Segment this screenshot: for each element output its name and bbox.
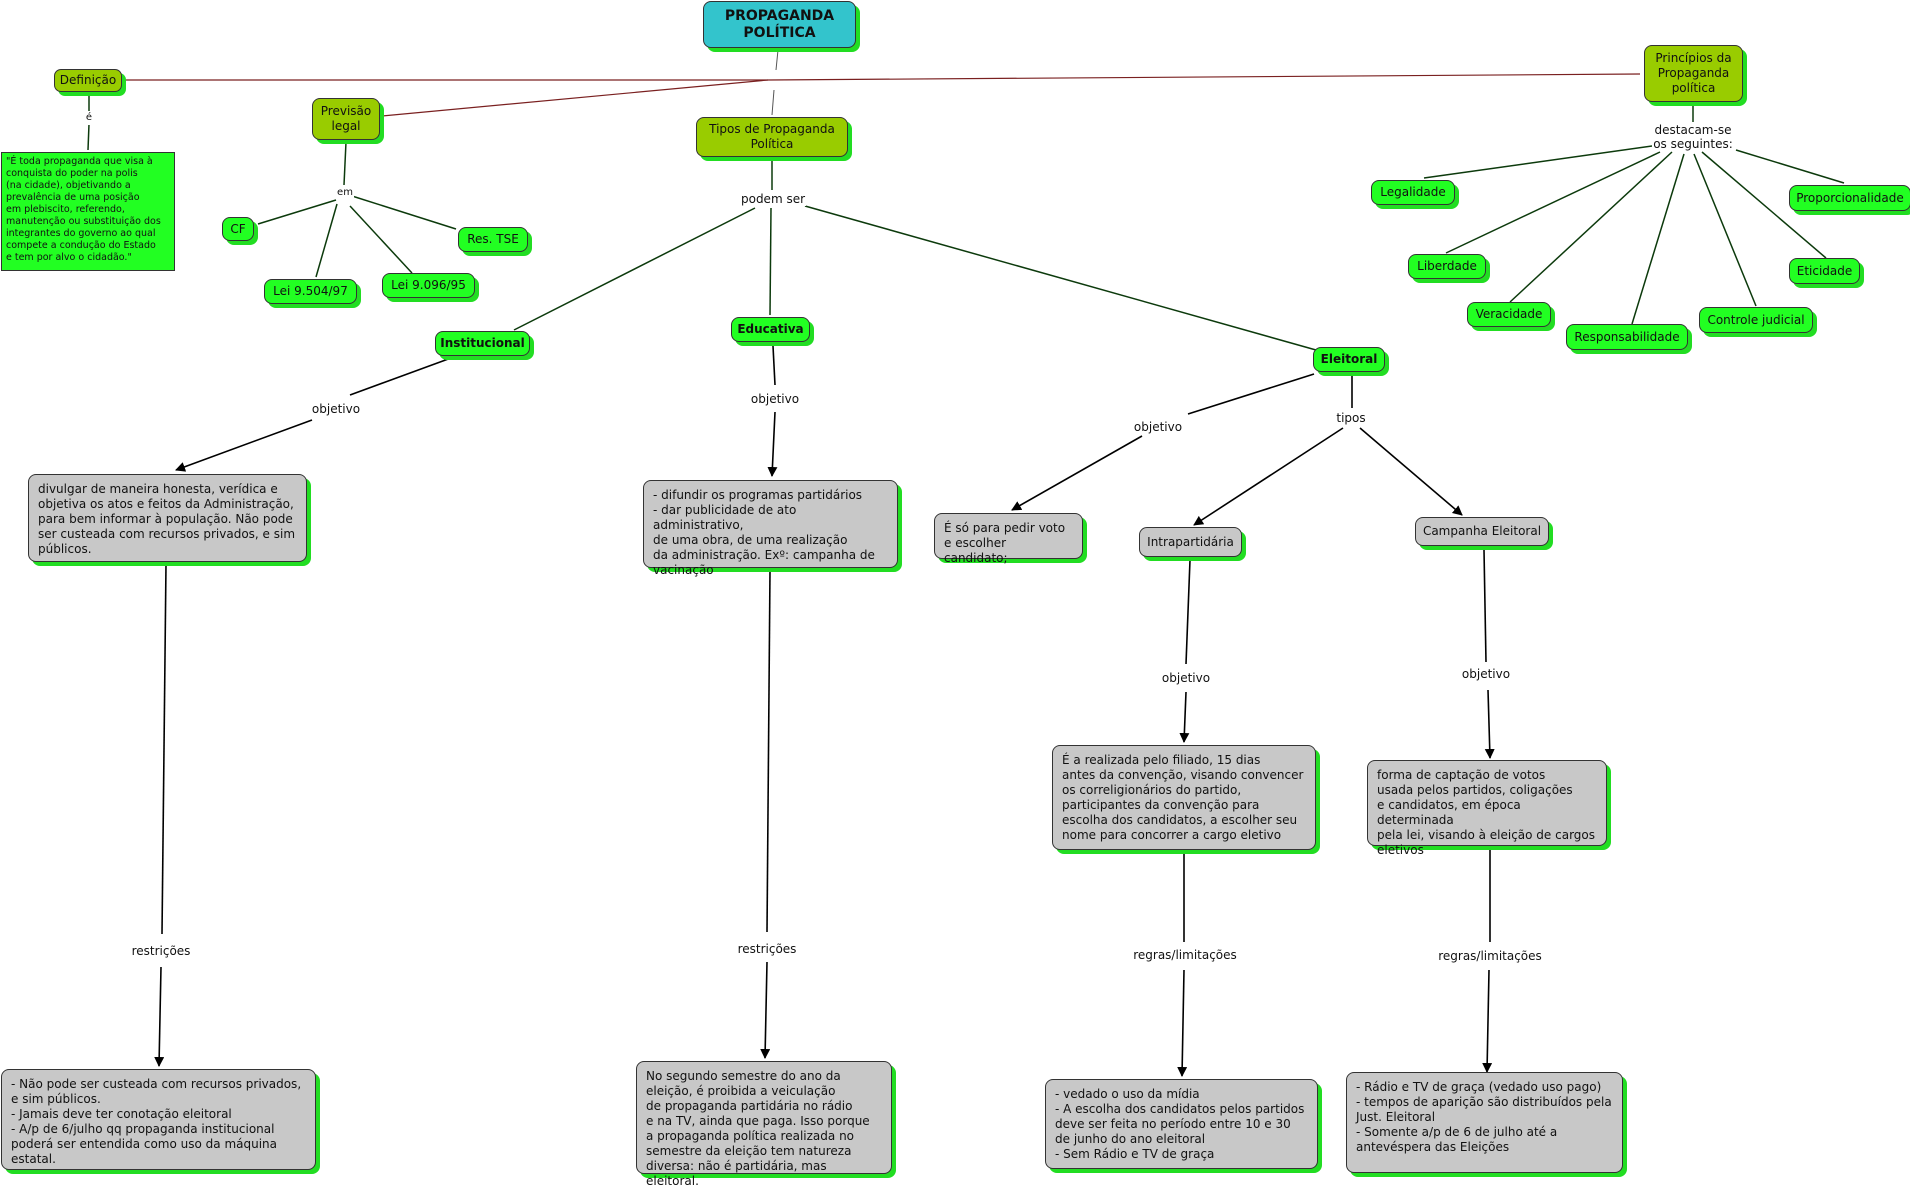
definicao-node[interactable]: Definição [54, 69, 122, 92]
link-label-objetivo-intrapartidaria: objetivo [1160, 671, 1212, 685]
link-label-objetivo-campanha: objetivo [1460, 667, 1512, 681]
institucional-node[interactable]: Institucional [435, 331, 530, 356]
eleitoral-objetivo-box[interactable]: É só para pedir voto e escolher candidat… [934, 513, 1083, 565]
eticidade-node[interactable]: Eticidade [1789, 258, 1860, 284]
controle-judicial-node[interactable]: Controle judicial [1699, 307, 1813, 333]
link-label-e: é [84, 111, 94, 125]
link-label-destacam: destacam-se os seguintes: [1652, 123, 1734, 151]
link-label-em: em [336, 186, 354, 200]
definicao-text-box[interactable]: "É toda propaganda que visa à conquista … [1, 152, 175, 271]
lei-9504-node[interactable]: Lei 9.504/97 [264, 279, 357, 304]
link-label-regras-intrapartidaria: regras/limitações [1132, 948, 1238, 962]
campanha-eleitoral-node[interactable]: Campanha Eleitoral [1415, 517, 1549, 546]
res-tse-node[interactable]: Res. TSE [458, 227, 528, 252]
proporcionalidade-node[interactable]: Proporcionalidade [1789, 185, 1910, 211]
root-node[interactable]: PROPAGANDA POLÍTICA [703, 1, 856, 48]
previsao-legal-node[interactable]: Previsão legal [312, 98, 380, 140]
campanha-regras-box[interactable]: - Rádio e TV de graça (vedado uso pago) … [1346, 1072, 1623, 1173]
lei-9096-node[interactable]: Lei 9.096/95 [382, 273, 475, 298]
cf-node[interactable]: CF [222, 217, 254, 241]
intrapartidaria-objetivo-box[interactable]: É a realizada pelo filiado, 15 dias ante… [1052, 745, 1316, 850]
intrapartidaria-node[interactable]: Intrapartidária [1139, 527, 1242, 557]
link-label-objetivo-institucional: objetivo [310, 402, 362, 416]
institucional-objetivo-box[interactable]: divulgar de maneira honesta, verídica e … [28, 474, 307, 562]
liberdade-node[interactable]: Liberdade [1408, 254, 1486, 279]
principios-node[interactable]: Princípios da Propaganda política [1644, 45, 1743, 102]
intrapartidaria-regras-box[interactable]: - vedado o uso da mídia - A escolha dos … [1045, 1079, 1318, 1169]
legalidade-node[interactable]: Legalidade [1371, 180, 1455, 205]
eleitoral-node[interactable]: Eleitoral [1313, 347, 1385, 372]
link-label-restricoes-educativa: restrições [736, 942, 798, 956]
educativa-restricoes-box[interactable]: No segundo semestre do ano da eleição, é… [636, 1061, 892, 1188]
campanha-objetivo-box[interactable]: forma de captação de votos usada pelos p… [1367, 760, 1607, 857]
link-label-tipos: tipos [1335, 411, 1367, 425]
educativa-objetivo-box[interactable]: - difundir os programas partidários - da… [643, 480, 898, 577]
institucional-restricoes-box[interactable]: - Não pode ser custeada com recursos pri… [1, 1069, 316, 1170]
educativa-node[interactable]: Educativa [731, 317, 810, 342]
tipos-node[interactable]: Tipos de Propaganda Política [696, 117, 848, 157]
responsabilidade-node[interactable]: Responsabilidade [1566, 324, 1688, 350]
link-label-objetivo-eleitoral: objetivo [1132, 420, 1184, 434]
veracidade-node[interactable]: Veracidade [1467, 302, 1551, 327]
link-label-restricoes-institucional: restrições [130, 944, 192, 958]
link-label-podem-ser: podem ser [739, 192, 807, 206]
link-label-objetivo-educativa: objetivo [749, 392, 801, 406]
link-label-regras-campanha: regras/limitações [1437, 949, 1543, 963]
